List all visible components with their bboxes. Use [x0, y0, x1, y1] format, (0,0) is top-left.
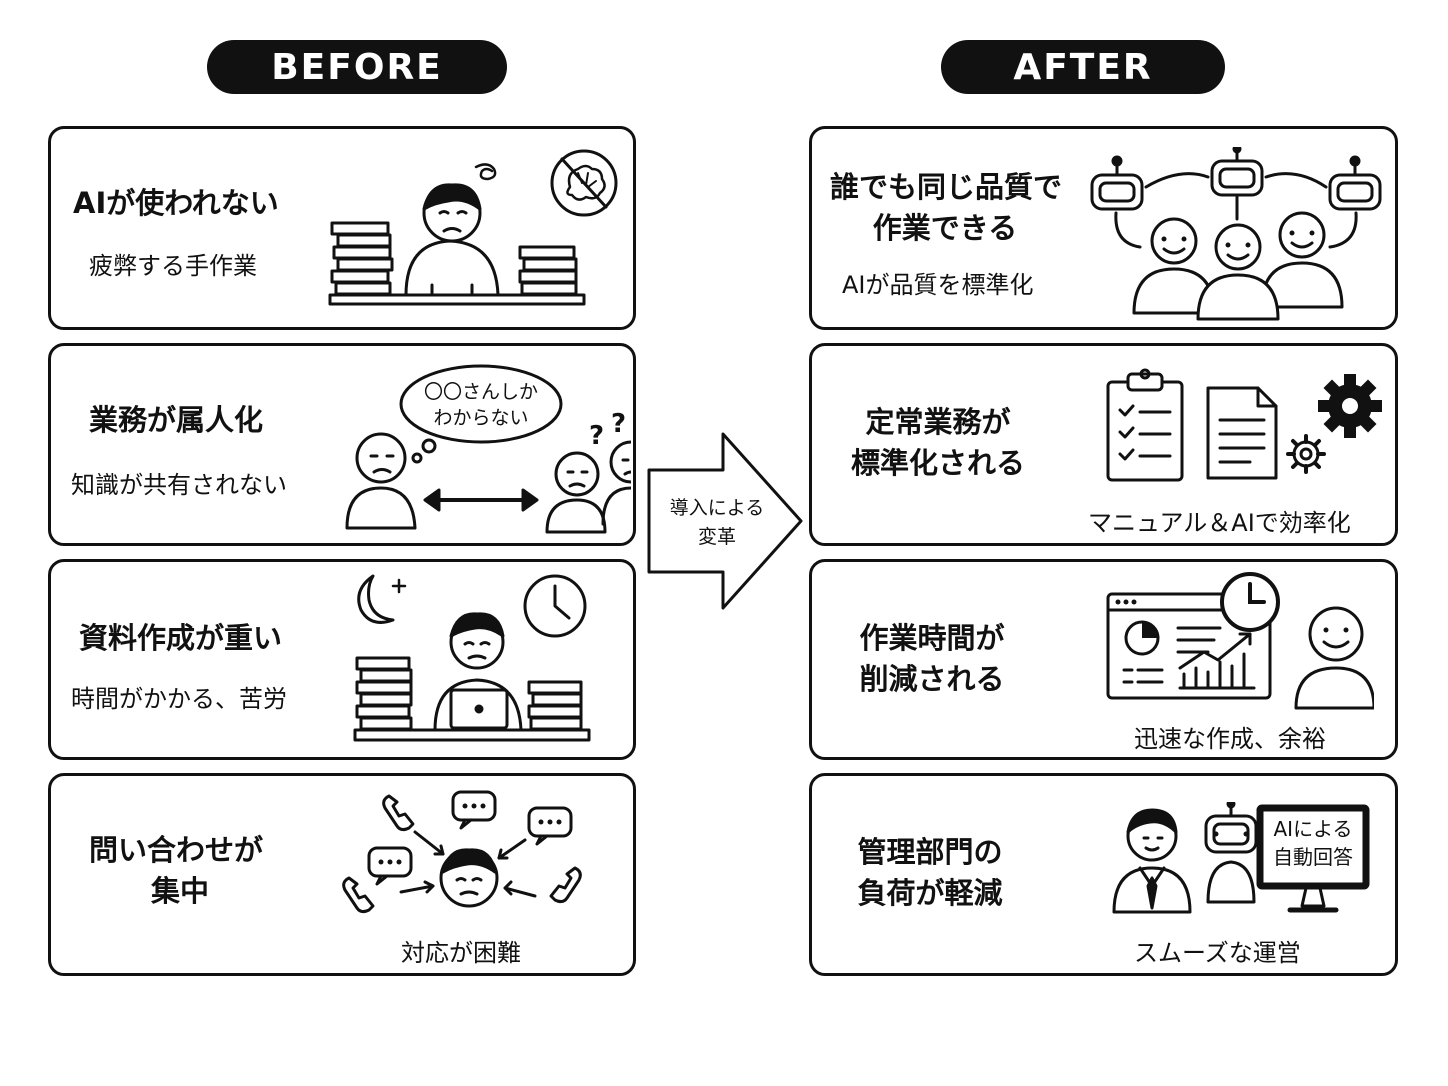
before-card-ai-unused: AIが使われない 疲弊する手作業 [48, 126, 636, 330]
overtime-worker-illustration [353, 574, 591, 742]
before-card-heavy-documents: 資料作成が重い 時間がかかる、苦労 [48, 559, 636, 760]
after-card-consistent-quality: 誰でも同じ品質で 作業できる AIが品質を標準化 [809, 126, 1398, 330]
right-arrow-icon [647, 432, 803, 610]
robot-icon [1328, 155, 1382, 211]
card-subtitle: スムーズな運営 [1134, 939, 1301, 967]
card-subtitle: 対応が困難 [401, 939, 521, 967]
gear-icon [1318, 374, 1382, 438]
clipboard-icon [1106, 368, 1184, 482]
card-title: 資料作成が重い [79, 621, 283, 655]
checklist-document-gear-illustration [1106, 368, 1382, 482]
gear-icon [1286, 434, 1326, 474]
after-header: AFTER [941, 40, 1225, 94]
card-title: 問い合わせが 集中 [89, 833, 264, 908]
after-card-reduced-time: 作業時間が 削減される 迅速な作成、余裕 [809, 559, 1398, 760]
document-icon [1206, 386, 1278, 480]
before-header: BEFORE [207, 40, 507, 94]
dashboard-clock-person-illustration [1106, 572, 1374, 710]
card-title: 管理部門の 負荷が軽減 [857, 835, 1003, 910]
phone-icon [342, 876, 375, 914]
staff-robot-monitor-illustration: AIによる 自動回答 [1112, 802, 1370, 914]
monitor-text-line2: 自動回答 [1273, 845, 1353, 869]
card-subtitle: マニュアル＆AIで効率化 [1088, 509, 1351, 537]
robot-icon [1090, 155, 1144, 211]
after-card-reduced-admin-load: 管理部門の 負荷が軽減 スムーズな運営 AIによる 自動回答 [809, 773, 1398, 976]
card-title: 定常業務が 標準化される [850, 405, 1025, 480]
monitor-text-line1: AIによる [1274, 817, 1353, 841]
card-subtitle: 迅速な作成、余裕 [1134, 725, 1326, 753]
transition-arrow: 導入による 変革 [647, 432, 805, 610]
card-subtitle: 知識が共有されない [71, 471, 287, 499]
question-mark-icon: ? [589, 421, 604, 451]
after-card-standardized-tasks: 定常業務が 標準化される マニュアル＆AIで効率化 [809, 343, 1398, 546]
inquiry-overload-illustration [342, 790, 582, 914]
card-title: 業務が属人化 [89, 403, 264, 437]
monitor-icon [1256, 804, 1370, 890]
bubble-text-line2: わからない [433, 407, 528, 429]
bubble-text-line1: 〇〇さんしか [424, 381, 538, 403]
phone-icon [382, 794, 415, 832]
card-title: 誰でも同じ品質で 作業できる [830, 170, 1063, 245]
tired-worker-illustration [328, 149, 618, 306]
clock-icon [1220, 572, 1280, 632]
knowledge-silo-illustration: 〇〇さんしか わからない ? ? [345, 364, 631, 534]
team-with-robots-illustration [1090, 147, 1382, 321]
card-subtitle: 時間がかかる、苦労 [71, 685, 287, 713]
question-mark-icon: ? [611, 409, 626, 439]
before-card-siloed-knowledge: 業務が属人化 知識が共有されない 〇〇さんしか わからない ? ? [48, 343, 636, 546]
card-subtitle: 疲弊する手作業 [89, 252, 257, 280]
phone-icon [549, 866, 582, 904]
transition-label: 導入による 変革 [669, 497, 765, 548]
before-card-inquiry-overload: 問い合わせが 集中 対応が困難 [48, 773, 636, 976]
card-subtitle: AIが品質を標準化 [842, 271, 1034, 299]
robot-icon [1210, 147, 1264, 197]
card-title: AIが使われない [73, 186, 279, 220]
card-title: 作業時間が 削減される [859, 621, 1005, 696]
